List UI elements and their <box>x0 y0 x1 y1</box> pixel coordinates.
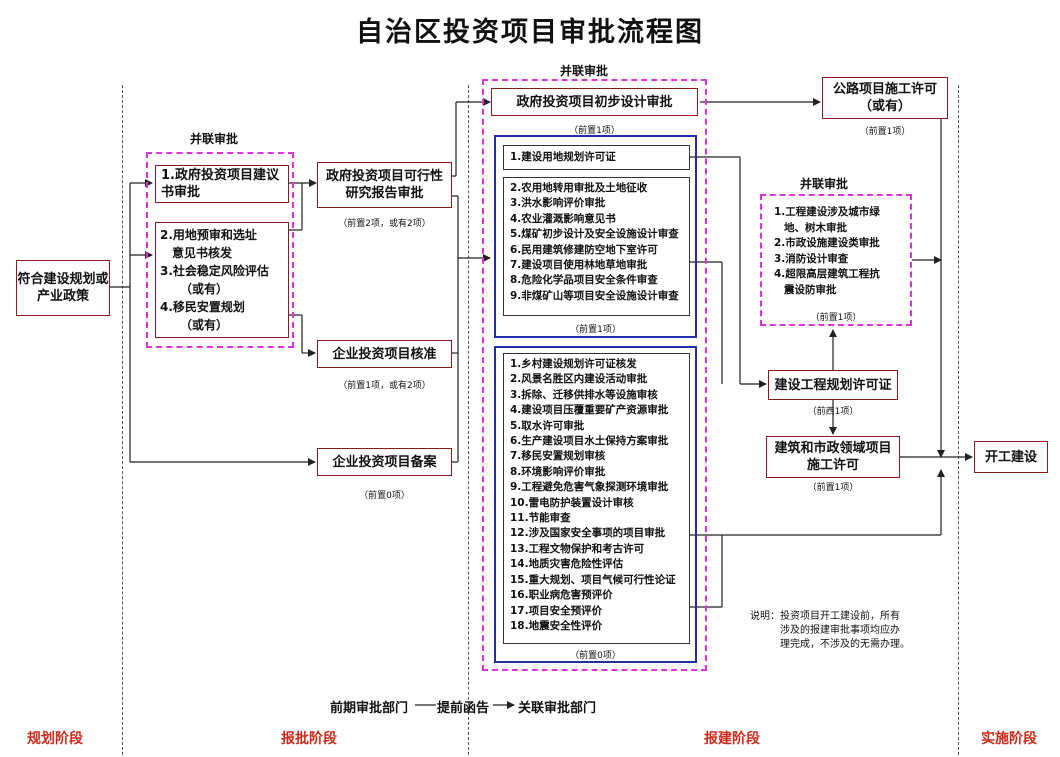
list-item: 7.建设项目使用林地草地审批 <box>510 259 648 272</box>
right-parallel-label: 并联审批 <box>800 177 849 191</box>
list-item: 4.农业灌溉影响意见书 <box>510 212 616 225</box>
pre-approval-list-box: 2.用地预审和选址 意见书核发 3.社会稳定风险评估 （或有） 4.移民安置规划… <box>155 222 289 338</box>
stage-label-planning: 规划阶段 <box>27 731 83 747</box>
right-parallel-group <box>760 194 912 326</box>
land-use-permit-box: 1.建设用地规划许可证 <box>503 145 690 170</box>
list-item: 4.超限高层建筑工程抗 <box>774 268 880 280</box>
preliminary-design-box: 政府投资项目初步设计审批 <box>491 88 698 116</box>
legend-right: 关联审批部门 <box>518 701 597 716</box>
list-item: 14.地质灾害危险性评估 <box>510 558 624 571</box>
start-construction-box: 开工建设 <box>974 441 1048 473</box>
list-item: 12.涉及国家安全事项的项目审批 <box>510 527 666 540</box>
land-approval-list: 2.农用地转用审批及土地征收 3.洪水影响评价审批 4.农业灌溉影响意见书 5.煤矿初… <box>503 177 690 316</box>
legend-middle: 提前函告 <box>437 701 490 716</box>
list-item: 10.雷电防护装置设计审核 <box>510 496 634 509</box>
list-item: 3.拆除、迁移供排水等设施审核 <box>510 388 658 401</box>
stage-divider-2 <box>468 85 469 755</box>
stage-divider-1 <box>122 85 123 755</box>
start-box-policy: 符合建设规划或产业政策 <box>16 260 110 316</box>
list-item: 震设防审批 <box>784 283 837 296</box>
middle-parallel-group <box>482 79 707 671</box>
explanation-note: 说明：投资项目开工建设前，所有 涉及的报建审批事项均应办 理完成，不涉及的无需办… <box>750 611 910 650</box>
construction-permit-box: 建筑和市政领域项目 施工许可 <box>766 436 900 478</box>
list-item: 2.农用地转用审批及土地征收 <box>510 182 648 194</box>
left-parallel-label: 并联审批 <box>190 132 239 146</box>
middle-parallel-label: 并联审批 <box>560 64 609 78</box>
land-group-note: （前置1项） <box>570 325 621 335</box>
list-item: 1.乡村建设规划许可证核发 <box>510 358 637 370</box>
list-item: 3.消防设计审查 <box>774 252 849 265</box>
list-item: 7.移民安置规划审核 <box>510 450 606 463</box>
list-item: 5.煤矿初步设计及安全设施设计审查 <box>510 228 679 241</box>
list-item: 11.节能审查 <box>510 512 571 525</box>
planning-permit-note: （前西1项） <box>807 407 859 417</box>
right-parallel-note: （前置1项） <box>810 313 862 323</box>
list-item: 3.洪水影响评价审批 <box>510 197 606 210</box>
stage-label-approval: 报批阶段 <box>281 731 337 747</box>
left-parallel-group <box>146 152 294 348</box>
feasibility-study-box: 政府投资项目可行性研究报告审批 <box>317 162 452 208</box>
list-item: 16.职业病危害预评价 <box>510 589 613 602</box>
enterprise-record-note: （前置0项） <box>359 491 410 501</box>
list-item: 1.工程建设涉及城市绿 <box>774 206 880 218</box>
land-group-frame <box>494 135 697 338</box>
list-item: 4.建设项目压覆重要矿产资源审批 <box>510 404 669 417</box>
list-item: 5.取水许可审批 <box>510 419 585 432</box>
other-group-frame <box>494 346 697 663</box>
stage-label-implementation: 实施阶段 <box>981 731 1037 747</box>
list-item: 15.重大规划、项目气候可行性论证 <box>510 573 676 586</box>
pre-approval-list: 2.用地预审和选址 意见书核发 3.社会稳定风险评估 （或有） 4.移民安置规划… <box>160 228 269 332</box>
highway-permit-box: 公路项目施工许可 （或有） <box>822 77 948 119</box>
list-item: 17.项目安全预评价 <box>510 604 603 617</box>
list-item: 9.非煤矿山等项目安全设施设计审查 <box>510 289 679 302</box>
list-item: 2.市政设施建设类审批 <box>774 237 880 249</box>
other-approval-list: 1.乡村建设规划许可证核发 2.风景名胜区内建设活动审批 3.拆除、迁移供排水等设施… <box>503 353 690 644</box>
list-item: 8.环境影响评价审批 <box>510 465 606 478</box>
legend-left: 前期审批部门 <box>330 701 409 716</box>
other-group-note: （前置0项） <box>570 651 621 661</box>
preliminary-design-note: （前置1项） <box>569 126 620 136</box>
enterprise-record-box: 企业投资项目备案 <box>317 448 452 476</box>
planning-permit-box: 建设工程规划许可证 <box>768 370 898 400</box>
list-item: 地、树木审批 <box>784 221 847 234</box>
stage-label-construction: 报建阶段 <box>704 731 760 747</box>
list-item: 9.工程避免危害气象探测环境审批 <box>510 481 669 494</box>
list-item: 18.地震安全性评价 <box>510 619 603 632</box>
stage-divider-3 <box>958 85 959 755</box>
proposal-approval-box: 1.政府投资项目建议书审批 <box>155 165 289 203</box>
page-title: 自治区投资项目审批流程图 <box>356 17 704 48</box>
feasibility-note: （前置2项，或有2项） <box>338 219 431 229</box>
list-item: 6.生产建设项目水土保持方案审批 <box>510 435 669 448</box>
list-item: 2.风景名胜区内建设活动审批 <box>510 373 648 386</box>
list-item: 6.民用建筑修建防空地下室许可 <box>510 243 658 256</box>
highway-note: （前置1项） <box>859 127 911 137</box>
enterprise-approval-note: （前置1项，或有2项） <box>338 381 431 391</box>
construction-permit-note: （前置1项） <box>807 483 859 493</box>
list-item: 13.工程文物保护和考古许可 <box>510 542 645 555</box>
enterprise-approval-box: 企业投资项目核准 <box>317 340 452 368</box>
municipal-approval-list: 1.工程建设涉及城市绿地、树木审批 2.市政设施建设类审批 3.消防设计审查 4.超限… <box>770 203 902 306</box>
list-item: 8.危险化学品项目安全条件审查 <box>510 274 658 287</box>
